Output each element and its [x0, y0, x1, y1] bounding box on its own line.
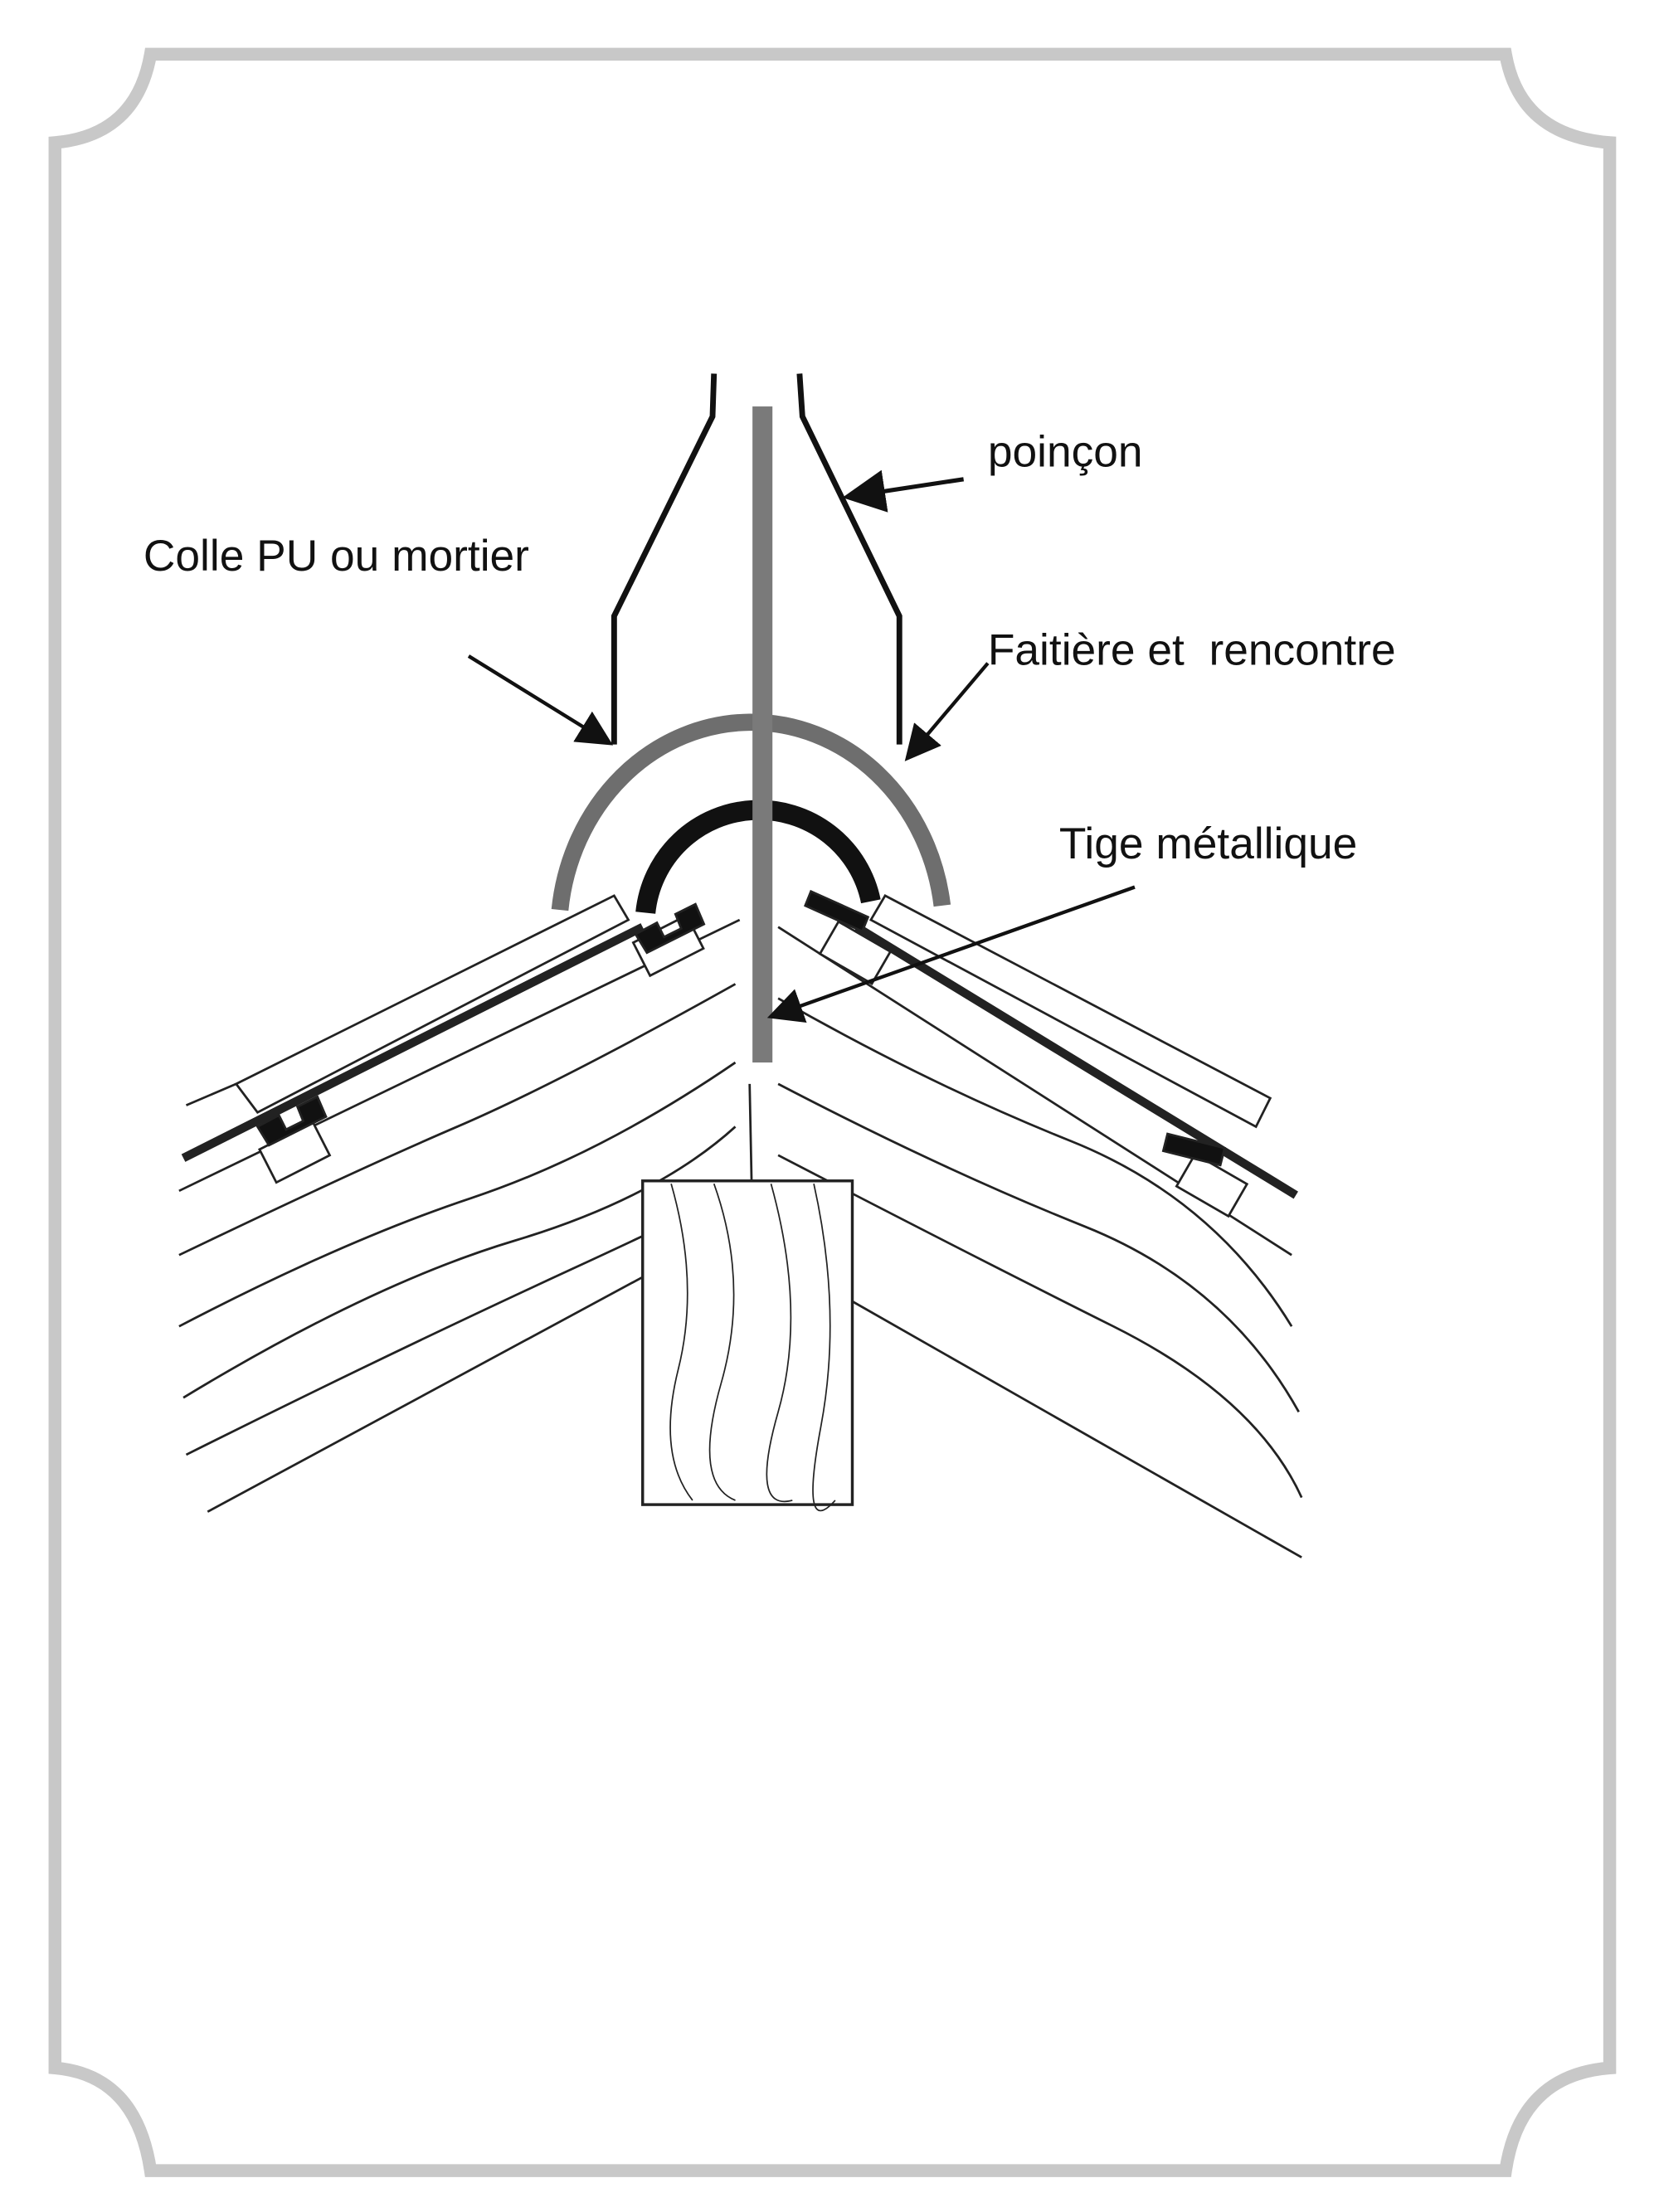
- ridge-tile: [551, 713, 951, 912]
- roof-right: [748, 889, 1303, 1558]
- label-punch: poinçon: [988, 427, 1143, 476]
- punch-outline-right: [796, 373, 902, 745]
- arrow-rod: [766, 885, 1136, 1023]
- roof-left: [178, 894, 751, 1513]
- label-glue: Colle PU ou mortier: [144, 532, 529, 581]
- arrow-punch: [842, 469, 965, 513]
- decorative-frame: [48, 47, 1617, 2177]
- punch-outline-left: [611, 373, 718, 745]
- metal-rod: [752, 406, 773, 1063]
- label-ridge: Faitière et rencontre: [988, 625, 1396, 674]
- arrow-glue: [467, 654, 614, 746]
- label-rod: Tige métallique: [1059, 819, 1357, 868]
- purlin-beam: [641, 1179, 854, 1512]
- arrow-ridge: [904, 662, 990, 761]
